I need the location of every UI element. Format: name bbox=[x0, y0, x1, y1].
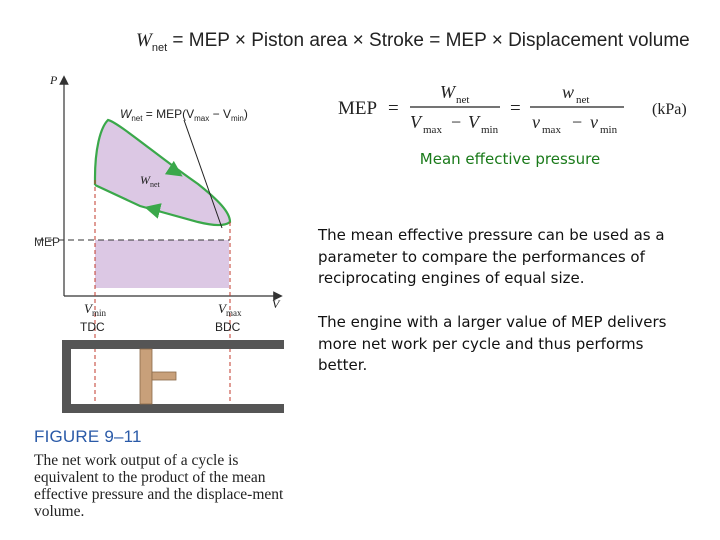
wnet-subscript: net bbox=[151, 41, 168, 54]
equation-rhs: = MEP × Piston area × Stroke = MEP × Dis… bbox=[167, 30, 690, 51]
p-axis-label: P bbox=[49, 73, 58, 87]
wnet-area-label: Wnet bbox=[140, 173, 161, 189]
mep-unit: (kPa) bbox=[652, 101, 687, 118]
wnet-numerator-sub: net bbox=[456, 94, 469, 106]
formula-pointer-line bbox=[183, 119, 223, 229]
vmin-specific-sub: min bbox=[600, 124, 618, 136]
cycle-area bbox=[95, 120, 230, 225]
mep-title: Mean effective pressure bbox=[419, 150, 601, 168]
tdc-label: TDC bbox=[80, 320, 105, 334]
cylinder bbox=[62, 340, 284, 413]
wnet-specific-numerator: w bbox=[562, 82, 574, 102]
mep-rectangle bbox=[95, 240, 229, 288]
wnet-symbol: W bbox=[136, 30, 152, 51]
paragraph-mep-performance: The engine with a larger value of MEP de… bbox=[318, 313, 667, 374]
pv-diagram: P V MEP Wnet = MEP(Vmax − Vmin) Wnet Vmi… bbox=[34, 73, 284, 413]
cycle-arrow-expansion bbox=[164, 160, 183, 177]
vmin-specific-symbol: v bbox=[590, 112, 598, 132]
displacement-volume-equation: Wnet = MEP × Piston area × Stroke = MEP … bbox=[136, 30, 690, 54]
wnet-specific-sub: net bbox=[576, 94, 589, 106]
vmax-specific-symbol: v bbox=[532, 112, 540, 132]
mep-equation: MEP = W net V max − V min = w net v max … bbox=[338, 82, 687, 136]
mep-axis-label: MEP bbox=[34, 235, 60, 249]
wnet-formula-label: Wnet = MEP(Vmax − Vmin) bbox=[120, 107, 248, 123]
vmin-symbol: V bbox=[468, 112, 481, 132]
piston bbox=[139, 348, 177, 405]
vmin-sub: min bbox=[481, 124, 499, 136]
cycle-arrow-compression bbox=[144, 203, 162, 219]
figure-caption-heading: FIGURE 9–11 bbox=[34, 427, 142, 446]
vmax-sub: max bbox=[423, 124, 442, 136]
svg-text:−: − bbox=[572, 112, 582, 132]
svg-text:−: − bbox=[451, 112, 461, 132]
mep-lhs: MEP bbox=[338, 98, 377, 119]
paragraph-mep-usage: The mean effective pressure can be used … bbox=[318, 226, 665, 287]
figure-caption-body: The net work output of a cycle is equiva… bbox=[34, 452, 284, 520]
vmax-axis-label: Vmax bbox=[218, 301, 242, 318]
svg-text:=: = bbox=[388, 98, 399, 119]
bdc-label: BDC bbox=[215, 320, 241, 334]
vmax-specific-sub: max bbox=[542, 124, 561, 136]
vmax-symbol: V bbox=[410, 112, 423, 132]
v-axis-label: V bbox=[272, 297, 281, 311]
vmin-axis-label: Vmin bbox=[84, 301, 106, 318]
svg-text:=: = bbox=[510, 98, 521, 119]
wnet-numerator: W bbox=[440, 82, 457, 102]
